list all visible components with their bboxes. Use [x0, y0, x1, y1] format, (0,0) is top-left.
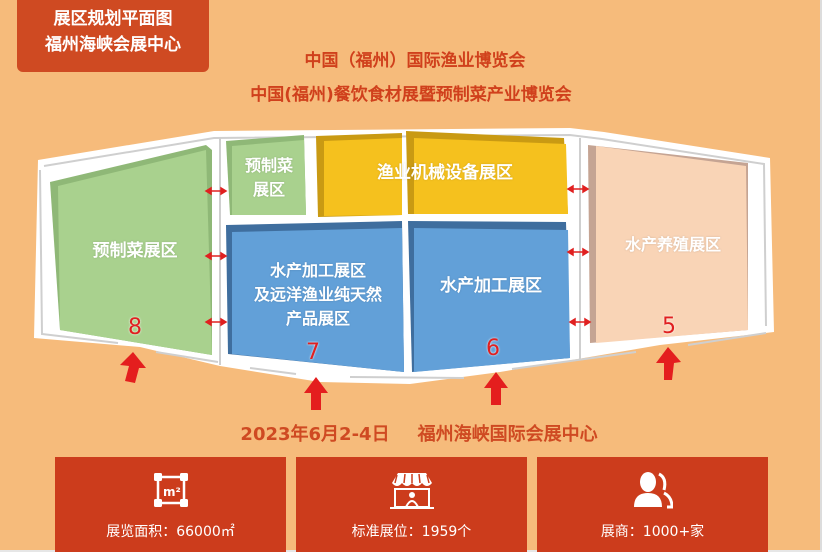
entrance-arrow-5 — [656, 347, 681, 380]
headline-fishery-expo: 中国（福州）国际渔业博览会 — [304, 51, 526, 71]
passage-arrows — [204, 184, 592, 327]
hall-number-8: 8 — [128, 315, 142, 340]
event-info: 2023年6月2-4日 福州海峡国际会展中心 — [0, 420, 822, 446]
badge-line-2: 福州海峡会展中心 — [45, 35, 181, 55]
title-badge: 展区规划平面图 福州海峡会展中心 — [17, 0, 209, 72]
stat-card-booths: 标准展位：1959个 — [296, 457, 527, 552]
stat-card-exhibitors: 展商：1000+家 — [537, 457, 768, 552]
hall-5[interactable] — [596, 146, 748, 343]
hall-8-annex-label-line-1: 预制菜 — [244, 156, 293, 175]
hall-fishery-machinery-right[interactable] — [414, 138, 568, 214]
stat-booths-text: 标准展位：1959个 — [351, 524, 472, 540]
stat-card-area: m² 展览面积：66000㎡ — [55, 457, 286, 552]
hall-7-label: 水产加工展区 及远洋渔业纯天然 产品展区 — [236, 259, 400, 331]
scrollbar-edge — [820, 0, 822, 552]
hall-8[interactable] — [58, 150, 212, 355]
hall-5-label: 水产养殖展区 — [624, 235, 721, 254]
entrance-arrow-8 — [120, 352, 146, 383]
hall-7-label-line-1: 水产加工展区 — [269, 261, 366, 280]
stat-exhibitors-text: 展商：1000+家 — [600, 524, 705, 540]
entrance-arrows — [120, 347, 681, 410]
entrance-arrow-7 — [304, 377, 328, 410]
hall-6[interactable] — [414, 228, 570, 372]
hall-8-annex-label-line-2: 展区 — [252, 180, 285, 199]
exhibitors-people-icon — [633, 472, 673, 509]
stat-area-text: 展览面积：66000㎡ — [106, 524, 235, 540]
entrance-arrow-6 — [484, 372, 508, 405]
hall-6-label: 水产加工展区 — [440, 276, 542, 296]
hall-number-7: 7 — [306, 340, 320, 365]
headline-food-expo: 中国(福州)餐饮食材展暨预制菜产业博览会 — [250, 85, 572, 105]
hall-7-label-line-2: 及远洋渔业纯天然 — [253, 285, 382, 304]
svg-text:m²: m² — [163, 485, 181, 499]
fishery-machinery-label: 渔业机械设备展区 — [377, 163, 513, 183]
area-m2-icon: m² — [153, 473, 188, 507]
hall-8-annex[interactable] — [232, 140, 306, 215]
event-date: 2023年6月2-4日 — [240, 424, 390, 445]
event-venue: 福州海峡国际会展中心 — [417, 424, 598, 445]
hall-7[interactable] — [232, 228, 404, 372]
hall-8-annex-label: 预制菜 展区 — [234, 154, 304, 202]
booth-stall-icon — [389, 473, 434, 509]
hall-fishery-machinery-left[interactable] — [324, 138, 402, 216]
badge-line-1: 展区规划平面图 — [53, 9, 173, 29]
hall-7-label-line-3: 产品展区 — [285, 309, 350, 328]
hall-number-5: 5 — [662, 314, 676, 339]
hall-8-label: 预制菜展区 — [92, 241, 178, 261]
hall-number-6: 6 — [486, 336, 500, 361]
